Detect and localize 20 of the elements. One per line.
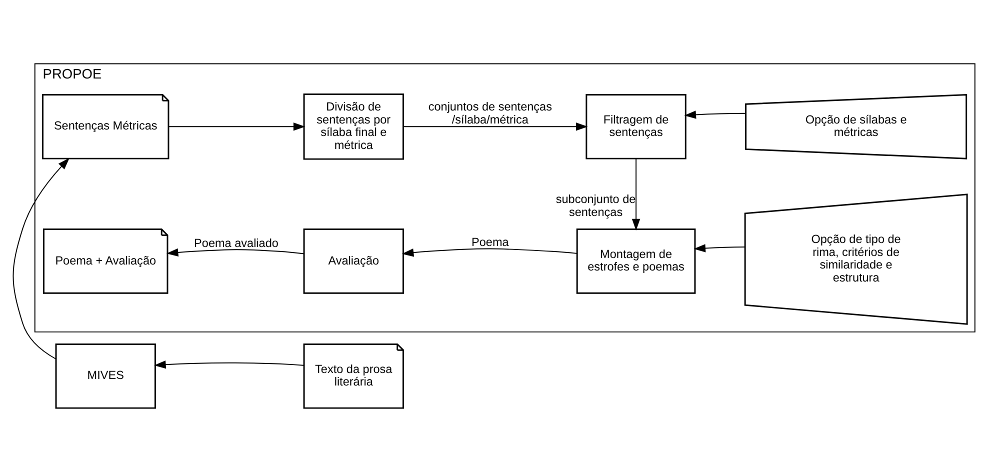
edge-label: Poema	[472, 236, 509, 249]
node-box: Divisão de sentenças por sílaba final e métrica	[303, 93, 404, 160]
arrow	[166, 248, 304, 256]
node-box: Avaliação	[303, 228, 404, 294]
arrow	[12, 157, 70, 359]
arrow	[402, 248, 578, 256]
arrow	[694, 244, 746, 252]
edge-label: Poema avaliado	[194, 236, 278, 250]
arrow	[154, 360, 304, 368]
node-box: Opção de sílabas e métricas	[745, 93, 968, 159]
edge-label: conjuntos de sentenças/sílaba/métrica	[428, 100, 552, 126]
arrow	[402, 122, 588, 130]
node-box: Opção de tipo de rima, critérios de similaridade e estrutura	[744, 193, 968, 324]
arrow	[684, 110, 746, 118]
arrow	[168, 122, 306, 130]
node-box: Filtragem de sentenças	[586, 94, 686, 159]
node-box: Montagem de estrofes e poemas	[576, 228, 696, 294]
edge-label: subconjunto de sentenças	[556, 192, 636, 218]
arrow	[632, 158, 640, 230]
node-box: MIVES	[55, 342, 156, 408]
